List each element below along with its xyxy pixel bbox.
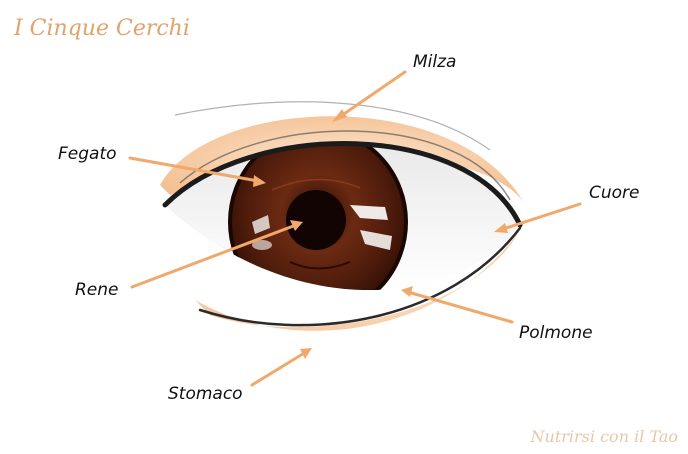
label-rene: Rene xyxy=(75,280,119,300)
arrow-stomaco xyxy=(252,352,306,385)
label-milza: Milza xyxy=(413,52,456,72)
page-title: I Cinque Cerchi xyxy=(14,16,190,41)
label-stomaco: Stomaco xyxy=(168,384,243,404)
label-cuore: Cuore xyxy=(589,183,640,203)
label-fegato: Fegato xyxy=(58,144,117,164)
pupil xyxy=(286,190,346,250)
watermark: Nutrirsi con il Tao xyxy=(531,427,678,446)
label-polmone: Polmone xyxy=(519,323,593,343)
